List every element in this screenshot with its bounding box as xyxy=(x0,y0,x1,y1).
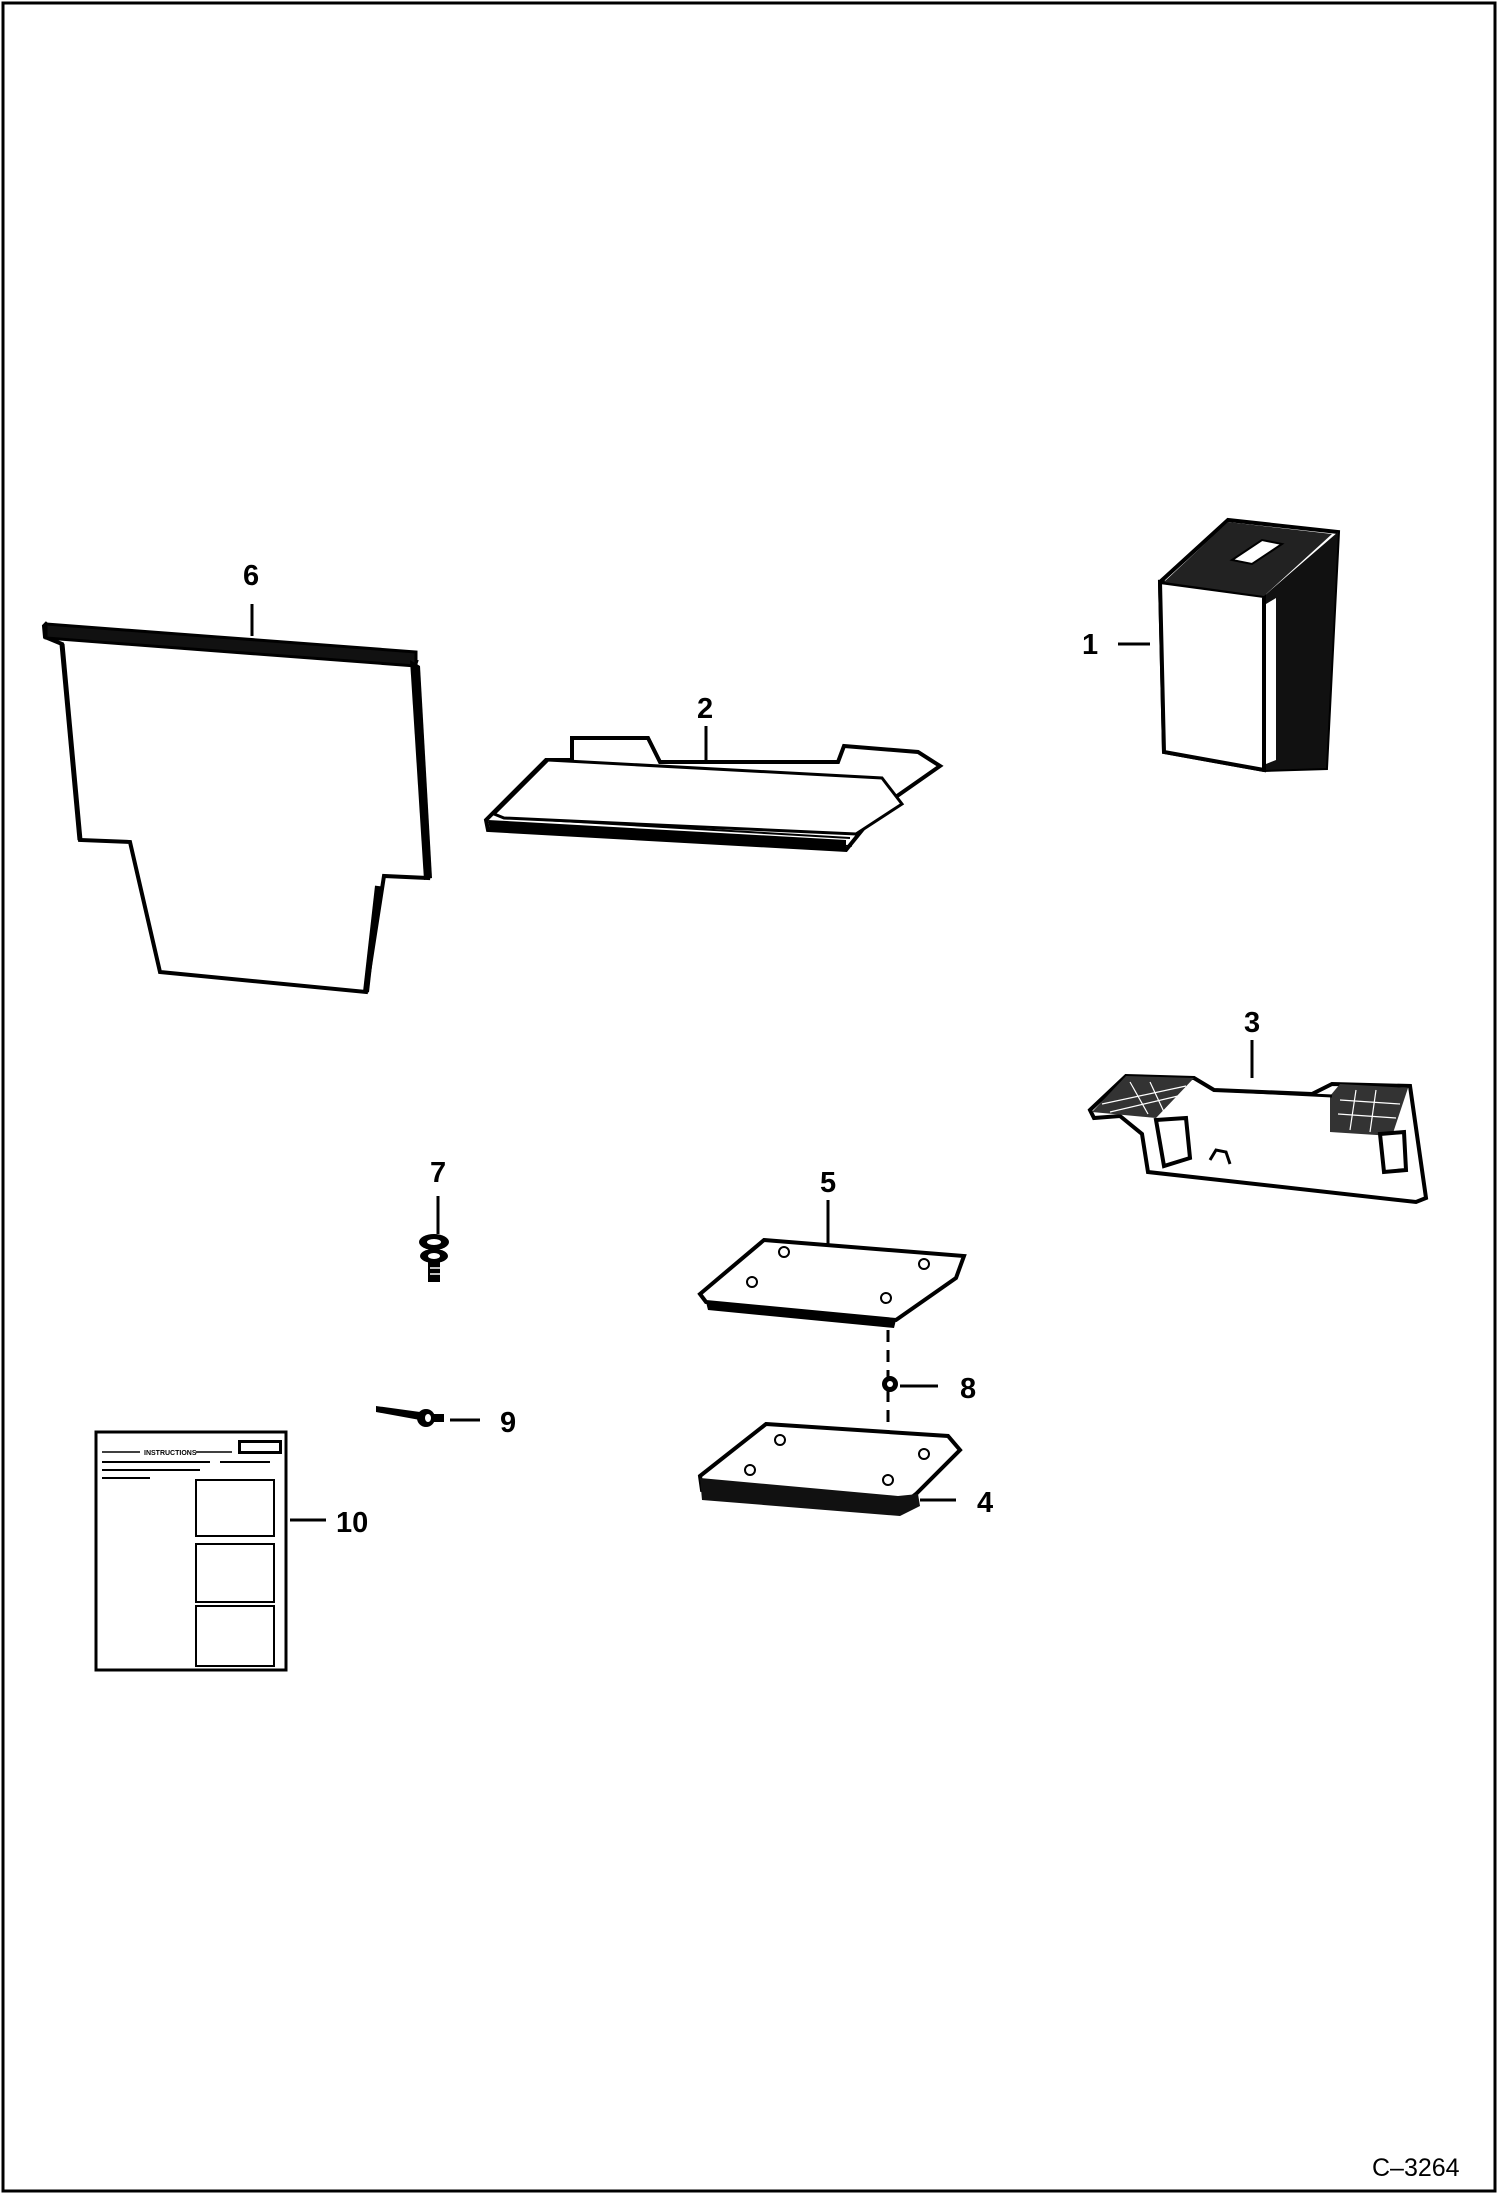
callout-7: 7 xyxy=(430,1157,446,1189)
callout-3: 3 xyxy=(1244,1007,1260,1039)
part-3-bracket xyxy=(1087,1073,1429,1205)
part-6-panel xyxy=(41,621,432,995)
callout-6: 6 xyxy=(243,560,259,592)
callout-2: 2 xyxy=(697,693,713,725)
part-8-washer xyxy=(882,1376,898,1392)
decal-header: INSTRUCTIONS xyxy=(144,1450,197,1457)
callout-4: 4 xyxy=(977,1487,993,1519)
callout-8: 8 xyxy=(960,1373,976,1405)
part-7-bolt xyxy=(419,1234,449,1282)
callout-5: 5 xyxy=(820,1167,836,1199)
part-1-block xyxy=(1157,517,1341,773)
part-5-plate xyxy=(697,1237,967,1328)
callout-1: 1 xyxy=(1082,629,1098,661)
part-9-screw xyxy=(376,1406,444,1427)
part-4-pad xyxy=(697,1421,963,1516)
part-10-decal: INSTRUCTIONS xyxy=(94,1430,288,1672)
leader-lines xyxy=(250,604,1254,1522)
callout-9: 9 xyxy=(500,1407,516,1439)
callout-10: 10 xyxy=(336,1507,368,1539)
part-2-mat xyxy=(483,736,944,853)
figure-id: C–3264 xyxy=(1372,2154,1460,2182)
